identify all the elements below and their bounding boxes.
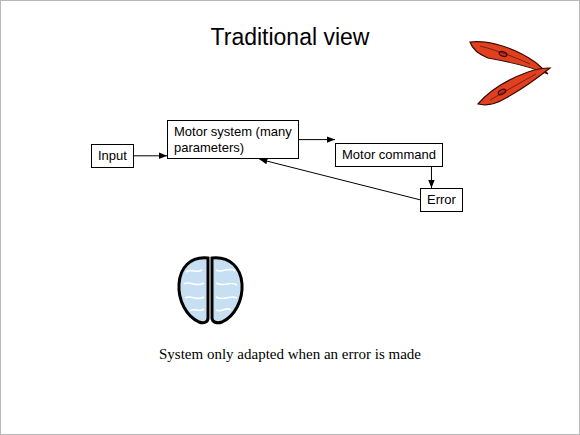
slide-caption: System only adapted when an error is mad…	[0, 346, 580, 363]
process-box: Input	[91, 144, 134, 168]
arrow-connector	[299, 139, 335, 140]
process-box: Error	[420, 188, 463, 212]
box-label: Motor system (many parameters)	[174, 124, 292, 155]
brain-illustration	[179, 258, 242, 323]
arrow-connector	[134, 155, 167, 156]
muscle-illustration	[470, 42, 550, 105]
box-label: Input	[98, 148, 127, 164]
process-box: Motor system (many parameters)	[167, 120, 299, 159]
arrow-connector	[431, 167, 432, 188]
box-label: Motor command	[342, 147, 436, 163]
process-box: Motor command	[335, 143, 443, 167]
slide-title: Traditional view	[0, 24, 580, 51]
box-label: Error	[427, 192, 456, 208]
